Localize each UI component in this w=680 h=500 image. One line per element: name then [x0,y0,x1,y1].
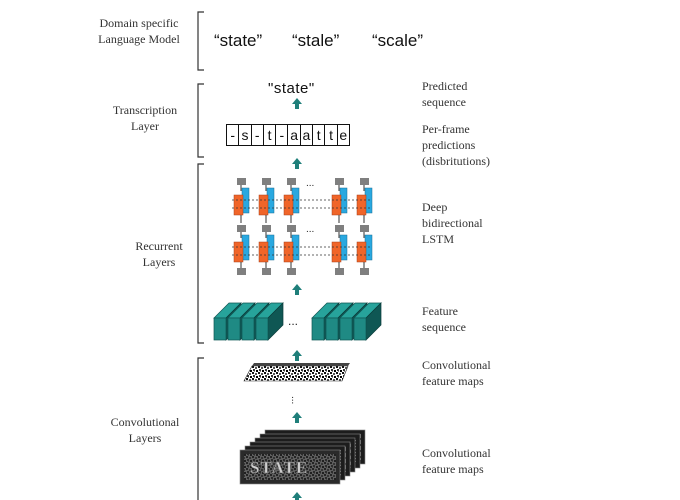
feature-bar-front [311,317,325,341]
feature-bar-front [339,317,353,341]
up-arrow-shaft [295,164,299,169]
feature-bar-front [255,317,269,341]
lstm-forward-cell [356,241,367,263]
transcription-layer-label: Transcription Layer [112,103,178,133]
up-arrow-shaft [295,498,299,500]
flow-arrows [292,98,302,500]
lstm-input-node [287,268,296,275]
deep-lstm-label: Deep bidirectional LSTM [422,200,483,246]
feature-bar-front [213,317,227,341]
up-arrow-head [292,158,302,164]
lstm-forward-cell [233,194,244,216]
lstm-forward-cell [283,241,294,263]
lstm-forward-cell [233,241,244,263]
lstm-output-node [360,225,369,232]
up-arrow-shaft [295,104,299,109]
convolutional-layers-label: Convolutional Layers [110,415,180,445]
up-arrow-head [292,350,302,356]
lstm-input-node [360,268,369,275]
frame-cell: a [301,125,314,145]
conv-feature-map-stack [239,429,366,485]
up-arrow-head [292,492,302,498]
lstm-forward-cell [283,194,294,216]
frame-cell: e [339,127,348,143]
lstm-output-node [262,178,271,185]
predicted-sequence-label: Predicted sequence [422,79,468,109]
up-arrow-head [292,98,302,104]
lstm-forward-cell [356,194,367,216]
frame-cell: - [227,125,240,145]
feature-bar-front [241,317,255,341]
lstm-forward-cell [258,194,269,216]
bracket-language-model [197,11,204,71]
lstm-input-node [262,268,271,275]
per-frame-predictions: - s - t - a a t t e [226,124,350,146]
frame-cell: - [252,125,264,145]
frame-cell: t [264,125,277,145]
lstm-grid: ... [232,178,373,275]
lstm-ellipsis-top: ... [306,178,314,189]
lstm-output-node [287,225,296,232]
lstm-output-node [237,225,246,232]
lstm-forward-cell [331,241,342,263]
frame-cell: t [313,125,326,145]
frame-cell: s [239,125,252,145]
conv-feature-maps-bottom-label: Convolutional feature maps [422,446,491,476]
feature-sequence-label: Feature sequence [422,304,466,334]
bracket-convolutional [197,357,204,500]
lstm-output-node [360,178,369,185]
lstm-forward-cell [331,194,342,216]
recurrent-layers-label: Recurrent Layers [135,239,183,269]
bracket-recurrent [197,163,204,344]
frame-cell: - [276,125,289,145]
feature-sequence-blocks [213,302,382,341]
feature-ellipsis: ... [288,314,298,328]
predicted-sequence-text: "state" [268,80,315,97]
frame-cell: t [325,125,338,145]
lstm-input-node [335,268,344,275]
up-arrow-shaft [295,356,299,361]
up-arrow-shaft [295,290,299,295]
lstm-output-node [262,225,271,232]
language-model-label: Domain specific Language Model [98,16,180,46]
candidate-word-1: “state” [214,31,263,50]
lstm-ellipsis-middle: ... [306,224,314,235]
lstm-output-node [287,178,296,185]
conv-slab-texture [244,454,336,480]
up-arrow-head [292,284,302,290]
conv-feature-map-top [243,363,350,382]
up-arrow-shaft [295,418,299,423]
lstm-forward-cell [258,241,269,263]
frame-cell: a [288,125,301,145]
lstm-output-node [237,178,246,185]
feature-bar-front [227,317,241,341]
lstm-output-node [335,178,344,185]
candidate-word-2: “stale” [292,31,340,50]
feature-bar-front [353,317,367,341]
bracket-transcription [197,83,204,158]
per-frame-predictions-label: Per-frame predictions (disbritutions) [422,122,490,168]
conv-vertical-ellipsis: ... [289,396,300,404]
section-brackets [197,11,204,500]
lstm-input-node [237,268,246,275]
conv-feature-maps-top-label: Convolutional feature maps [422,358,491,388]
feature-bar-front [325,317,339,341]
input-image-text: STATE [250,458,308,477]
candidate-word-3: “scale” [372,31,424,50]
up-arrow-head [292,412,302,418]
lstm-output-node [335,225,344,232]
